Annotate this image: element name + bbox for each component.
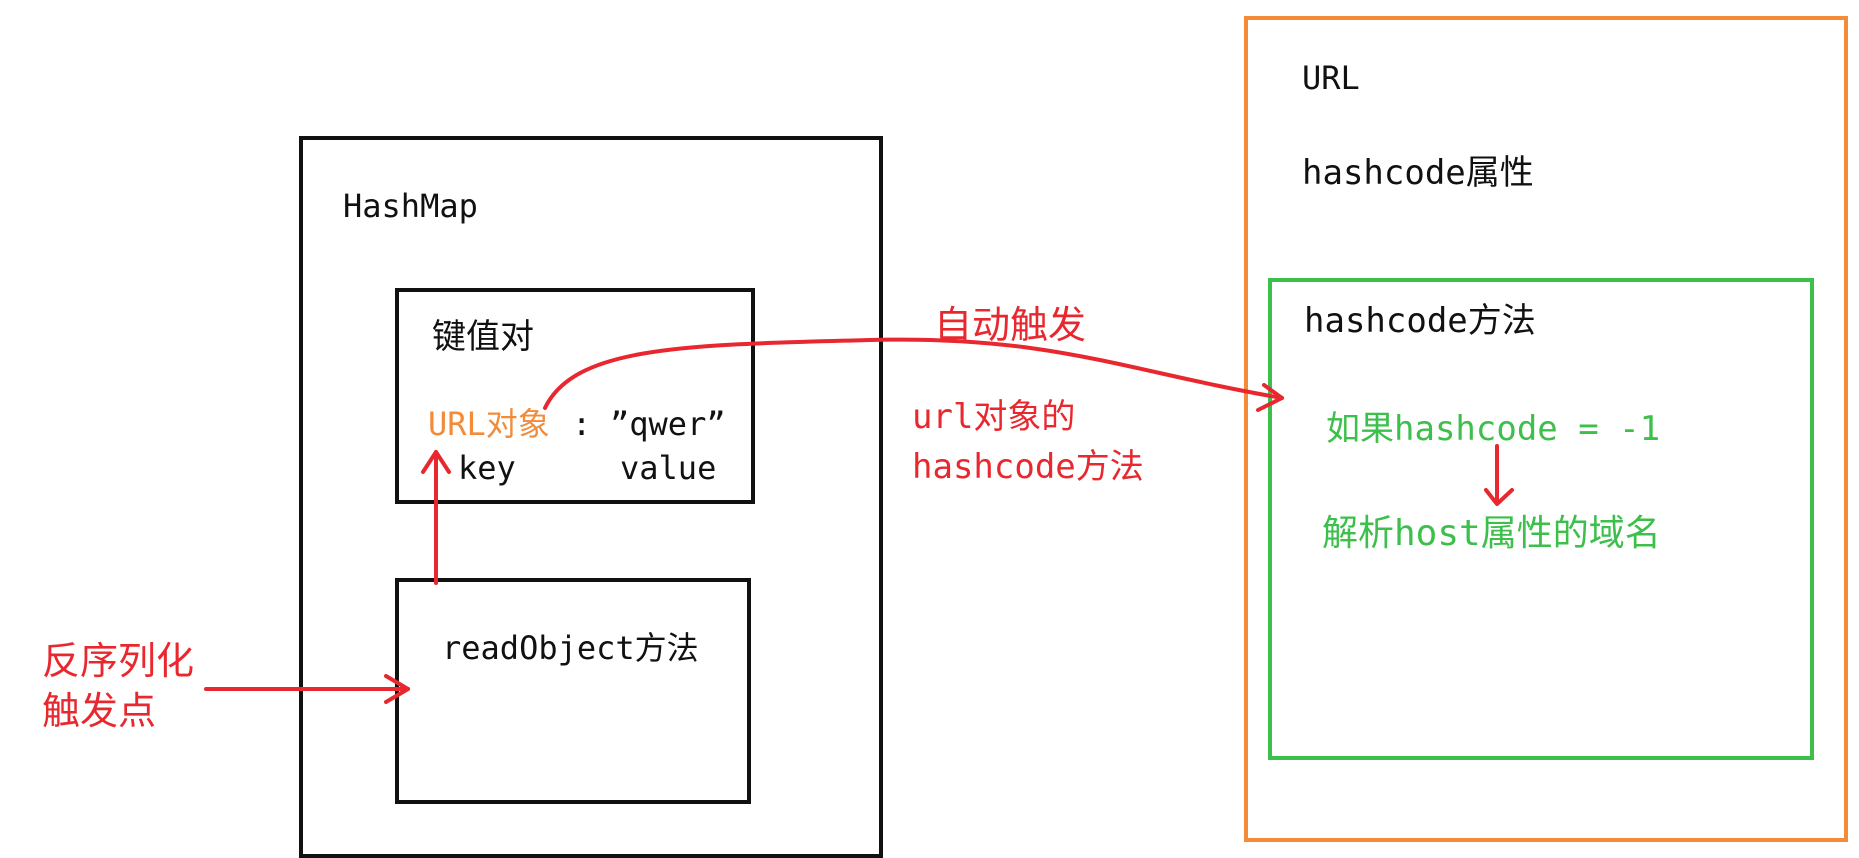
url-object-label: URL对象 <box>428 405 550 443</box>
condition-label: 如果hashcode = -1 <box>1326 409 1661 449</box>
kv-pair-box <box>395 288 755 504</box>
arrowhead-readobject <box>421 450 451 474</box>
deserialize-label: 反序列化 <box>42 639 195 683</box>
arrowhead-resolve <box>1484 488 1514 506</box>
url-box <box>1244 16 1848 842</box>
kv-colon: : <box>572 405 592 443</box>
url-hashcode-label-1: url对象的 <box>912 397 1076 437</box>
auto-trigger-label: 自动触发 <box>934 303 1087 347</box>
readobject-label: readObject方法 <box>442 629 699 667</box>
kv-pair-title: 键值对 <box>432 317 534 357</box>
arrowhead-hashcode <box>1256 383 1284 412</box>
hashcode-attr-label: hashcode属性 <box>1302 153 1534 193</box>
trigger-point-label: 触发点 <box>42 689 157 733</box>
arrowhead-trigger <box>384 674 410 704</box>
key-label: key <box>458 449 516 487</box>
hashcode-method-box <box>1268 278 1814 760</box>
hashmap-title: HashMap <box>343 187 478 225</box>
url-hashcode-label-2: hashcode方法 <box>912 447 1144 487</box>
hashcode-method-title: hashcode方法 <box>1304 301 1536 341</box>
url-title: URL <box>1302 59 1360 97</box>
value-label: value <box>620 449 717 487</box>
qwer-value: ”qwer” <box>610 405 726 443</box>
arrow-url-object-to-hashcode <box>543 337 1284 410</box>
resolve-host-label: 解析host属性的域名 <box>1322 513 1661 554</box>
